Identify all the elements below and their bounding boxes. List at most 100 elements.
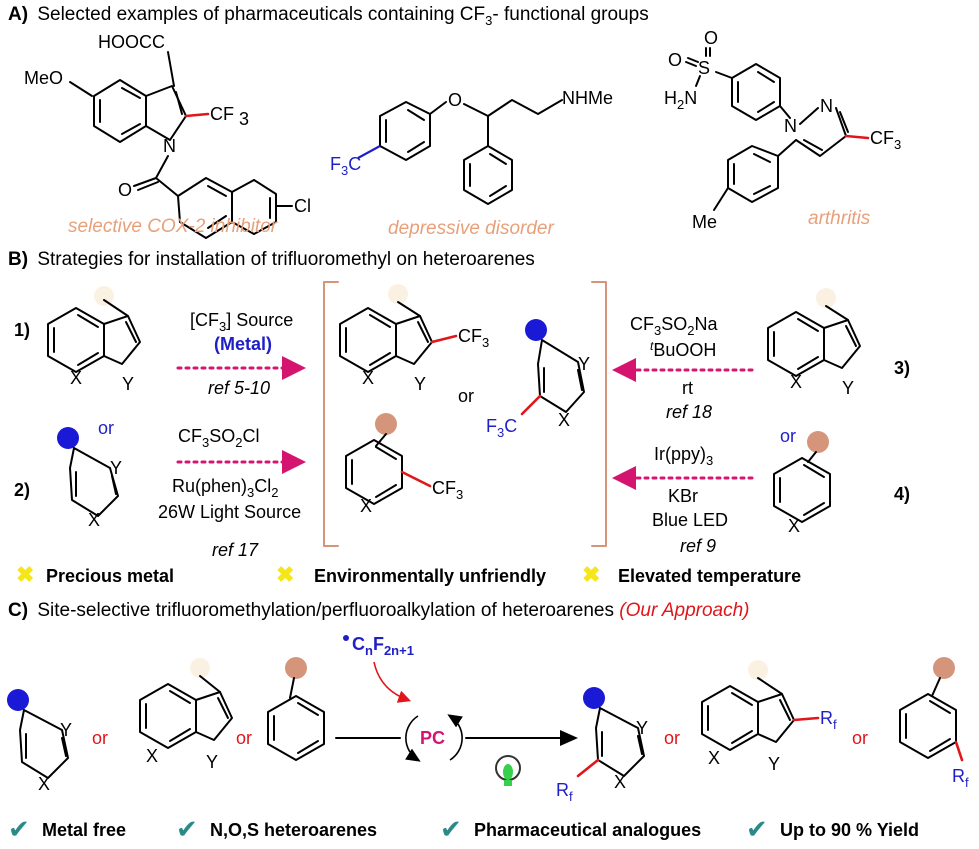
check-3: ✔ Pharmaceutical analogues	[440, 814, 701, 844]
molecule-depressive-disorder: O F3C NHMe depressive disorder	[330, 88, 613, 239]
drawback-3: ✖ Elevated temperature	[582, 562, 801, 587]
svg-text:Y: Y	[206, 752, 218, 772]
svg-text:X: X	[708, 748, 720, 768]
svg-text:Y: Y	[636, 718, 648, 738]
check-4: ✔ Up to 90 % Yield	[746, 814, 919, 844]
svg-text:Precious metal: Precious metal	[46, 566, 174, 586]
svg-text:1): 1)	[14, 320, 30, 340]
svg-text:X: X	[88, 510, 100, 530]
svg-text:Y: Y	[842, 378, 854, 398]
cross-icon: ✖	[582, 562, 600, 587]
svg-text:Metal free: Metal free	[42, 820, 126, 840]
check-icon: ✔	[8, 814, 30, 844]
photocatalyst-cycle: PC	[405, 714, 463, 762]
molecule-cox2-inhibitor: HOOCC MeO CF 3 N O Cl selective COX-2 in…	[24, 32, 311, 239]
svg-text:or: or	[780, 426, 796, 446]
svg-text:Me: Me	[692, 212, 717, 232]
svg-text:X: X	[38, 774, 50, 794]
svg-text:N: N	[820, 96, 833, 116]
svg-text:N,O,S heteroarenes: N,O,S heteroarenes	[210, 820, 377, 840]
check-1: ✔ Metal free	[8, 814, 126, 844]
svg-text:2): 2)	[14, 480, 30, 500]
svg-text:O: O	[704, 28, 718, 48]
section-b: B) Strategies for installation of triflu…	[8, 249, 910, 587]
svg-text:H2N: H2N	[664, 88, 697, 112]
svg-text:Elevated temperature: Elevated temperature	[618, 566, 801, 586]
svg-text:O: O	[668, 50, 682, 70]
svg-text:Rf: Rf	[952, 766, 969, 790]
svg-text:ref 18: ref 18	[666, 402, 712, 422]
svg-text:X: X	[790, 372, 802, 392]
svg-text:CF3: CF3	[870, 128, 901, 152]
svg-text:or: or	[664, 728, 680, 748]
substituent-dot	[94, 286, 114, 306]
svg-text:X: X	[146, 746, 158, 766]
svg-text:tBuOOH: tBuOOH	[650, 339, 716, 360]
svg-text:Pharmaceutical analogues: Pharmaceutical analogues	[474, 820, 701, 840]
svg-text:Ir(ppy)3: Ir(ppy)3	[654, 444, 713, 468]
svg-text:X: X	[70, 368, 82, 388]
substituent-dot	[57, 427, 79, 449]
svg-text:CF3SO2Na: CF3SO2Na	[630, 314, 718, 338]
svg-text:or: or	[236, 728, 252, 748]
svg-text:Cl: Cl	[294, 196, 311, 216]
section-c: C) Site-selective trifluoromethylation/p…	[7, 600, 969, 844]
svg-text:4): 4)	[894, 484, 910, 504]
section-a-title: A) Selected examples of pharmaceuticals …	[8, 4, 649, 28]
cross-icon: ✖	[16, 562, 34, 587]
svg-text:F3C: F3C	[486, 416, 517, 440]
svg-text:arthritis: arthritis	[808, 208, 871, 229]
check-2: ✔ N,O,S heteroarenes	[176, 814, 377, 844]
svg-text:Rf: Rf	[556, 780, 573, 804]
svg-text:Rf: Rf	[820, 708, 837, 732]
cross-icon: ✖	[276, 562, 294, 587]
svg-text:or: or	[458, 386, 474, 406]
svg-text:ref 17: ref 17	[212, 540, 259, 560]
svg-text:X: X	[362, 368, 374, 388]
svg-text:depressive disorder: depressive disorder	[388, 218, 554, 239]
svg-text:CF3SO2Cl: CF3SO2Cl	[178, 426, 259, 450]
svg-text:Ru(phen)3Cl2: Ru(phen)3Cl2	[172, 476, 279, 500]
svg-text:selective COX-2 inhibitor: selective COX-2 inhibitor	[68, 216, 278, 237]
section-c-title: C) Site-selective trifluoromethylation/p…	[8, 600, 750, 621]
svg-text:or: or	[852, 728, 868, 748]
svg-text:[CF3] Source: [CF3] Source	[190, 310, 293, 334]
drawback-2: ✖ Environmentally unfriendly	[276, 562, 546, 587]
section-a: A) Selected examples of pharmaceuticals …	[8, 4, 901, 239]
svg-text:X: X	[614, 772, 626, 792]
svg-text:3): 3)	[894, 358, 910, 378]
svg-text:CF3: CF3	[458, 326, 489, 350]
svg-text:HOOCC: HOOCC	[98, 32, 165, 52]
svg-text:NHMe: NHMe	[562, 88, 613, 108]
molecule-arthritis: O O S H2N N N CF3 Me arthritis	[664, 28, 901, 232]
svg-text:X: X	[558, 410, 570, 430]
svg-text:X: X	[788, 516, 800, 536]
svg-text:Y: Y	[414, 374, 426, 394]
section-b-title: B) Strategies for installation of triflu…	[8, 249, 535, 270]
svg-text:ref 9: ref 9	[680, 536, 716, 556]
svg-text:S: S	[698, 58, 710, 78]
svg-text:CnF2n+1: CnF2n+1	[352, 634, 414, 658]
svg-text:KBr: KBr	[668, 486, 698, 506]
svg-text:(Metal): (Metal)	[214, 334, 272, 354]
svg-text:N: N	[163, 136, 176, 156]
svg-text:F3C: F3C	[330, 154, 361, 178]
svg-text:26W Light Source: 26W Light Source	[158, 502, 301, 522]
svg-text:ref 5-10: ref 5-10	[208, 378, 270, 398]
svg-text:Y: Y	[578, 354, 590, 374]
svg-text:Y: Y	[122, 374, 134, 394]
svg-text:MeO: MeO	[24, 68, 63, 88]
pc-label: PC	[420, 728, 445, 748]
svg-text:CF3: CF3	[432, 478, 463, 502]
light-bulb-icon	[495, 755, 521, 786]
svg-text:Y: Y	[110, 458, 122, 478]
svg-text:Y: Y	[768, 754, 780, 774]
svg-text:Environmentally unfriendly: Environmentally unfriendly	[314, 566, 546, 586]
svg-text:X: X	[360, 496, 372, 516]
svg-text:3: 3	[239, 109, 249, 129]
svg-text:Up to 90 % Yield: Up to 90 % Yield	[780, 820, 919, 840]
check-icon: ✔	[746, 814, 768, 844]
svg-text:O: O	[118, 180, 132, 200]
check-icon: ✔	[440, 814, 462, 844]
